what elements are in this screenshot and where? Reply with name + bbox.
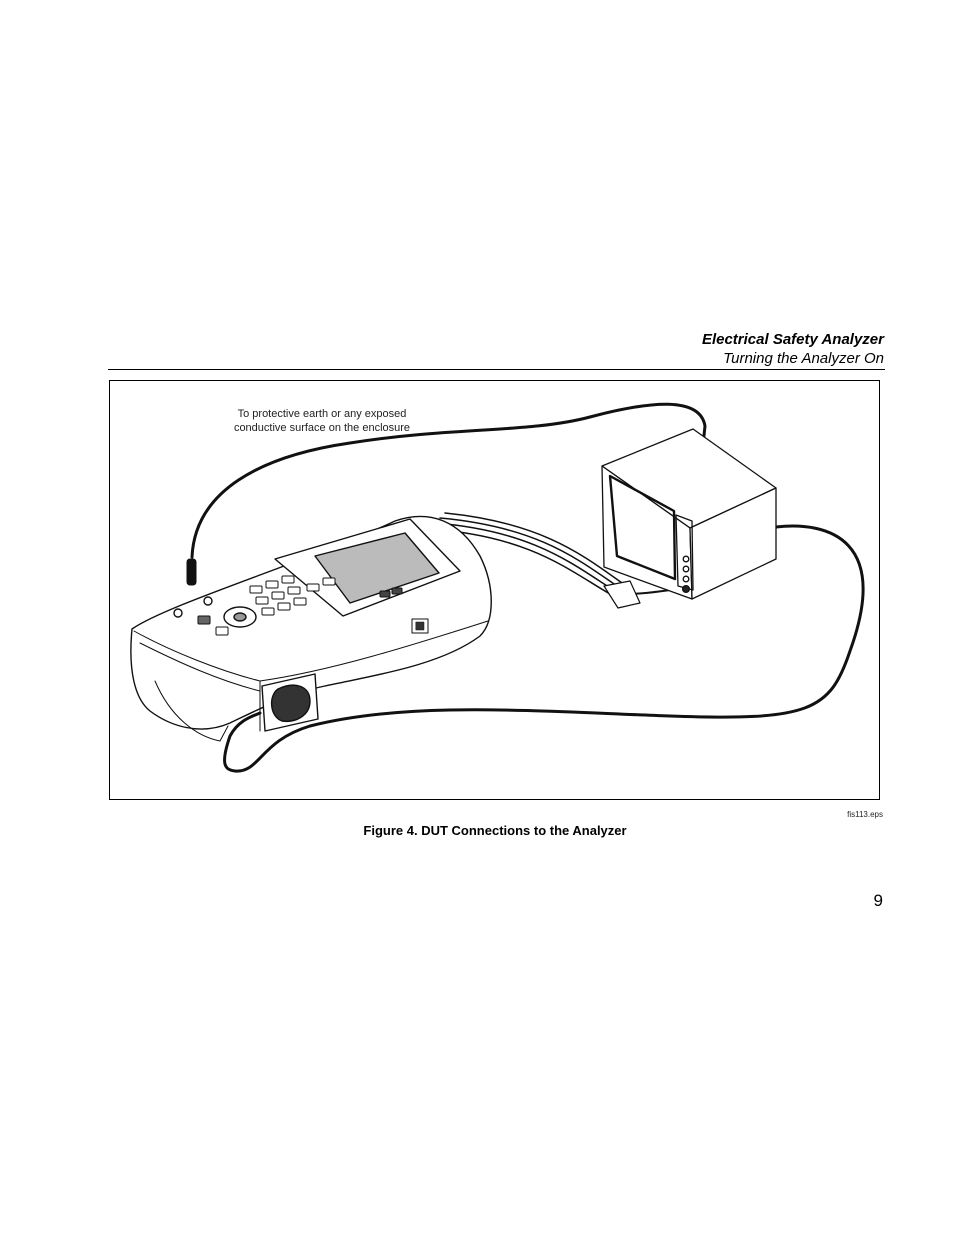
- running-header-subtitle: Turning the Analyzer On: [723, 350, 884, 367]
- earth-lead-cable: [190, 402, 707, 559]
- figure-file-id: fis113.eps: [847, 810, 883, 819]
- earth-callout: To protective earth or any exposed condu…: [222, 407, 422, 435]
- dut-connection-illustration: [130, 402, 865, 773]
- analyzer-unit: [130, 515, 492, 742]
- figure-frame: [109, 380, 880, 800]
- callout-line: conductive surface on the enclosure: [233, 422, 411, 434]
- earth-probe: [186, 558, 197, 586]
- header-rule: [108, 369, 885, 370]
- analyzer-display: [314, 532, 440, 604]
- test-leads: [429, 528, 611, 595]
- callout-line: To protective earth or any exposed: [237, 408, 407, 420]
- dut-monitor: [601, 428, 777, 600]
- running-header-title: Electrical Safety Analyzer: [701, 331, 884, 348]
- page-number: 9: [873, 891, 883, 910]
- lead-connector: [603, 580, 641, 609]
- dut-power-cord: [223, 524, 865, 773]
- figure-caption: Figure 4. DUT Connections to the Analyze…: [363, 823, 627, 838]
